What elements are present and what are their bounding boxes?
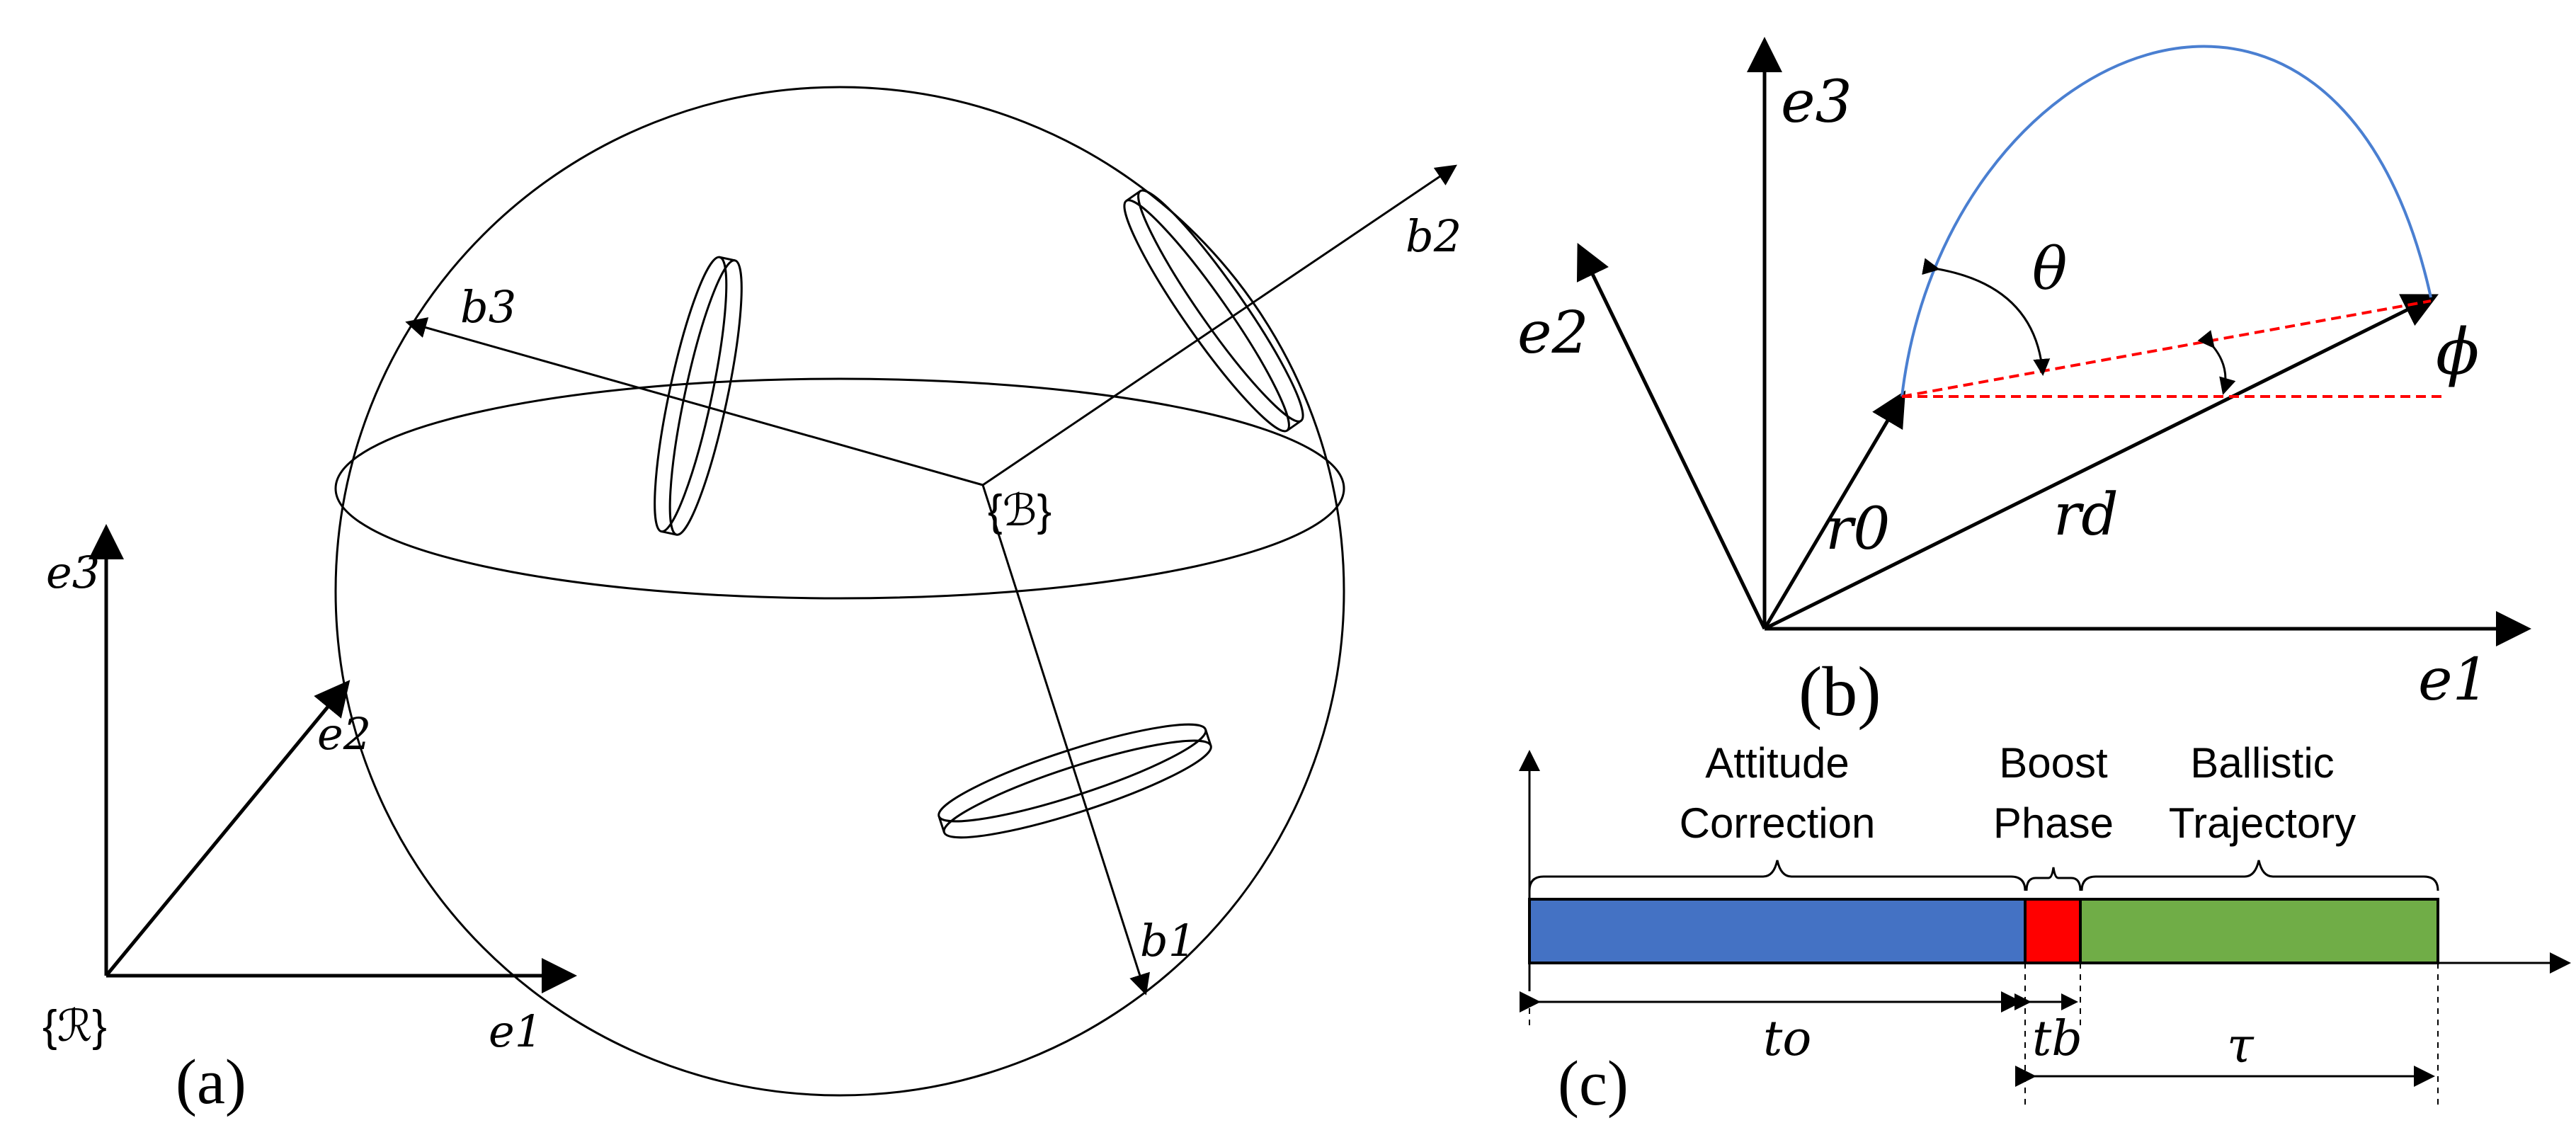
boost-brace xyxy=(2025,867,2082,891)
axis-R-e2 xyxy=(105,680,351,977)
reaction-wheel-b2 xyxy=(1123,189,1304,433)
ballistic-label-line2: Trajectory xyxy=(2169,799,2356,847)
duration-tb-label: tb xyxy=(2032,1011,2082,1067)
vector-r0 xyxy=(1762,390,1906,630)
sphere-equator xyxy=(334,377,1345,600)
axis-b-e3-label: e3 xyxy=(1781,69,1852,136)
frame-R-label: {ℛ} xyxy=(42,1002,107,1051)
theta-angle-arc xyxy=(1922,258,2051,376)
axis-b-e2-label: e2 xyxy=(1517,300,1589,367)
body-axis-b3 xyxy=(405,317,984,486)
phi-label: ϕ xyxy=(2436,315,2479,389)
ballistic-brace xyxy=(2080,860,2439,891)
boost-label-line1: Boost xyxy=(1999,739,2108,787)
phi-angle-arc xyxy=(2197,330,2236,395)
attitude-label-line2: Correction xyxy=(1680,799,1876,847)
boost-label-line2: Phase xyxy=(1993,799,2114,847)
ballistic-trajectory-bar xyxy=(2079,898,2439,964)
axis-b-e1-label: e1 xyxy=(2418,646,2490,714)
ballistic-label-line1: Ballistic xyxy=(2190,739,2334,787)
panel-a: e3 e2 e1 {ℛ} (a) b1 b2 b3 {ℬ} xyxy=(42,86,1461,1117)
duration-to-label: to xyxy=(1763,1011,1811,1067)
ballistic-trajectory-curve xyxy=(1900,45,2432,397)
body-axis-b3-label: b3 xyxy=(460,281,516,333)
vector-r0-label: r0 xyxy=(1825,496,1890,563)
duration-tau-label: τ xyxy=(2227,1018,2255,1074)
vector-rd xyxy=(1763,294,2439,631)
panel-c-label: (c) xyxy=(1558,1049,1629,1119)
axis-R-e3-label: e3 xyxy=(46,547,100,598)
panel-b-label: (b) xyxy=(1799,652,1881,731)
body-axis-b2-label: b2 xyxy=(1406,210,1461,262)
vector-rd-label: rd xyxy=(2053,481,2119,549)
sphere-body xyxy=(334,86,1345,1097)
attitude-correction-bar xyxy=(1528,898,2027,964)
attitude-label-line1: Attitude xyxy=(1705,739,1849,787)
body-axis-b2 xyxy=(982,164,1457,486)
body-axis-b1-label: b1 xyxy=(1140,915,1196,966)
reaction-wheel-b1 xyxy=(937,723,1212,839)
reaction-wheel-b3 xyxy=(654,256,743,536)
line-of-sight-dashed xyxy=(1901,300,2432,398)
panel-c: Attitude Correction Boost Phase Ballisti… xyxy=(1519,739,2571,1119)
panel-b: e3 e2 e1 (b) r0 rd θ ϕ xyxy=(1517,37,2531,731)
axis-R-e1-label: e1 xyxy=(489,1005,542,1057)
axis-b-e2 xyxy=(1576,243,1767,630)
attitude-brace xyxy=(1528,860,2027,891)
boost-phase-bar xyxy=(2024,898,2082,964)
frame-B-label: {ℬ} xyxy=(988,486,1052,535)
theta-label: θ xyxy=(2032,236,2067,303)
body-axis-b1 xyxy=(981,484,1150,996)
panel-a-label: (a) xyxy=(176,1047,246,1117)
